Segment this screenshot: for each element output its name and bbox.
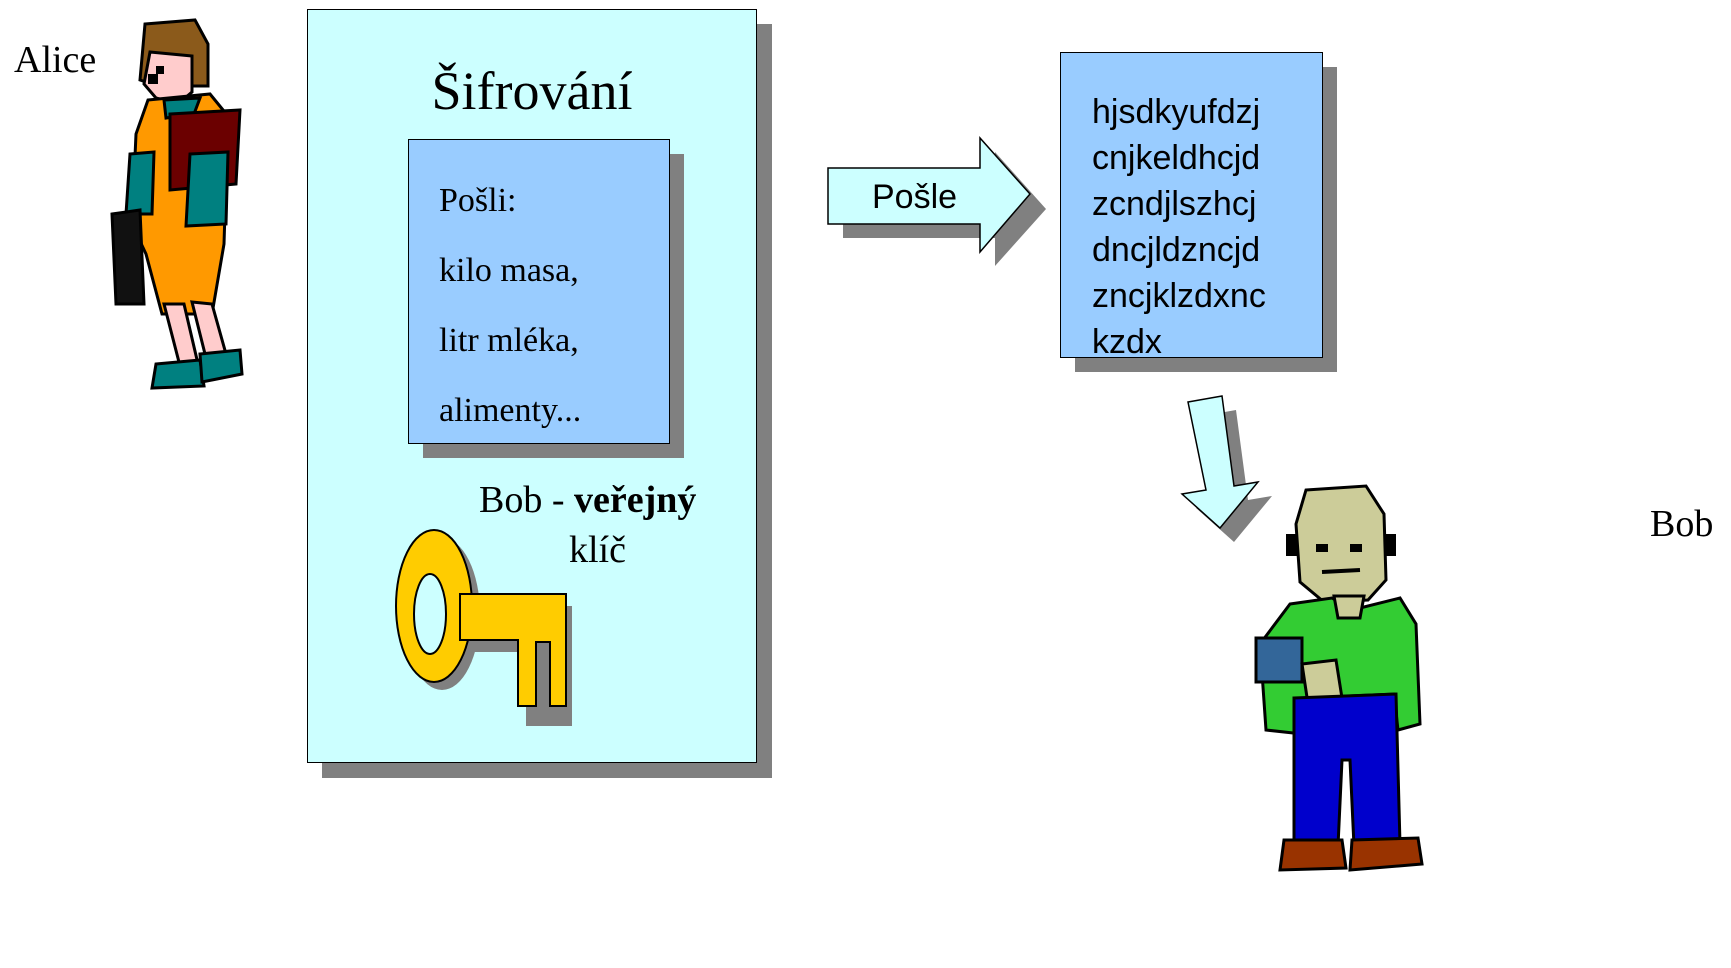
bob-figure-icon [1254,484,1424,872]
message-line: litr mléka, [439,322,579,359]
panel-title: Šifrování [431,61,633,121]
message-line: Pošli: [439,182,517,219]
ciphertext-line: zncjklzdxnc [1092,277,1266,315]
ciphertext-line: zcndjlszhcj [1092,185,1257,223]
bob-label: Bob [1650,503,1714,545]
ciphertext-line: cnjkeldhcjd [1092,139,1261,177]
ciphertext-line: kzdx [1092,323,1162,361]
key-caption-bold: veřejný [574,479,697,521]
send-arrow-label: Pošle [872,178,958,216]
ciphertext-line: hjsdkyufdzj [1092,93,1261,131]
key-icon [395,529,572,726]
down-arrow [1180,395,1272,542]
alice-figure-icon [110,18,244,390]
message-line: alimenty... [439,392,582,429]
ciphertext-line: dncjldzncjd [1092,231,1261,269]
plaintext-message-box: Pošli: kilo masa, litr mléka, alimenty..… [408,139,670,444]
send-arrow [827,136,1046,266]
key-caption-suffix: klíč [569,529,626,571]
ciphertext-box: hjsdkyufdzj cnjkeldhcjd zcndjlszhcj dncj… [1060,52,1323,361]
alice-label: Alice [14,39,97,81]
message-line: kilo masa, [439,252,579,289]
key-caption-prefix: Bob - [479,479,574,521]
